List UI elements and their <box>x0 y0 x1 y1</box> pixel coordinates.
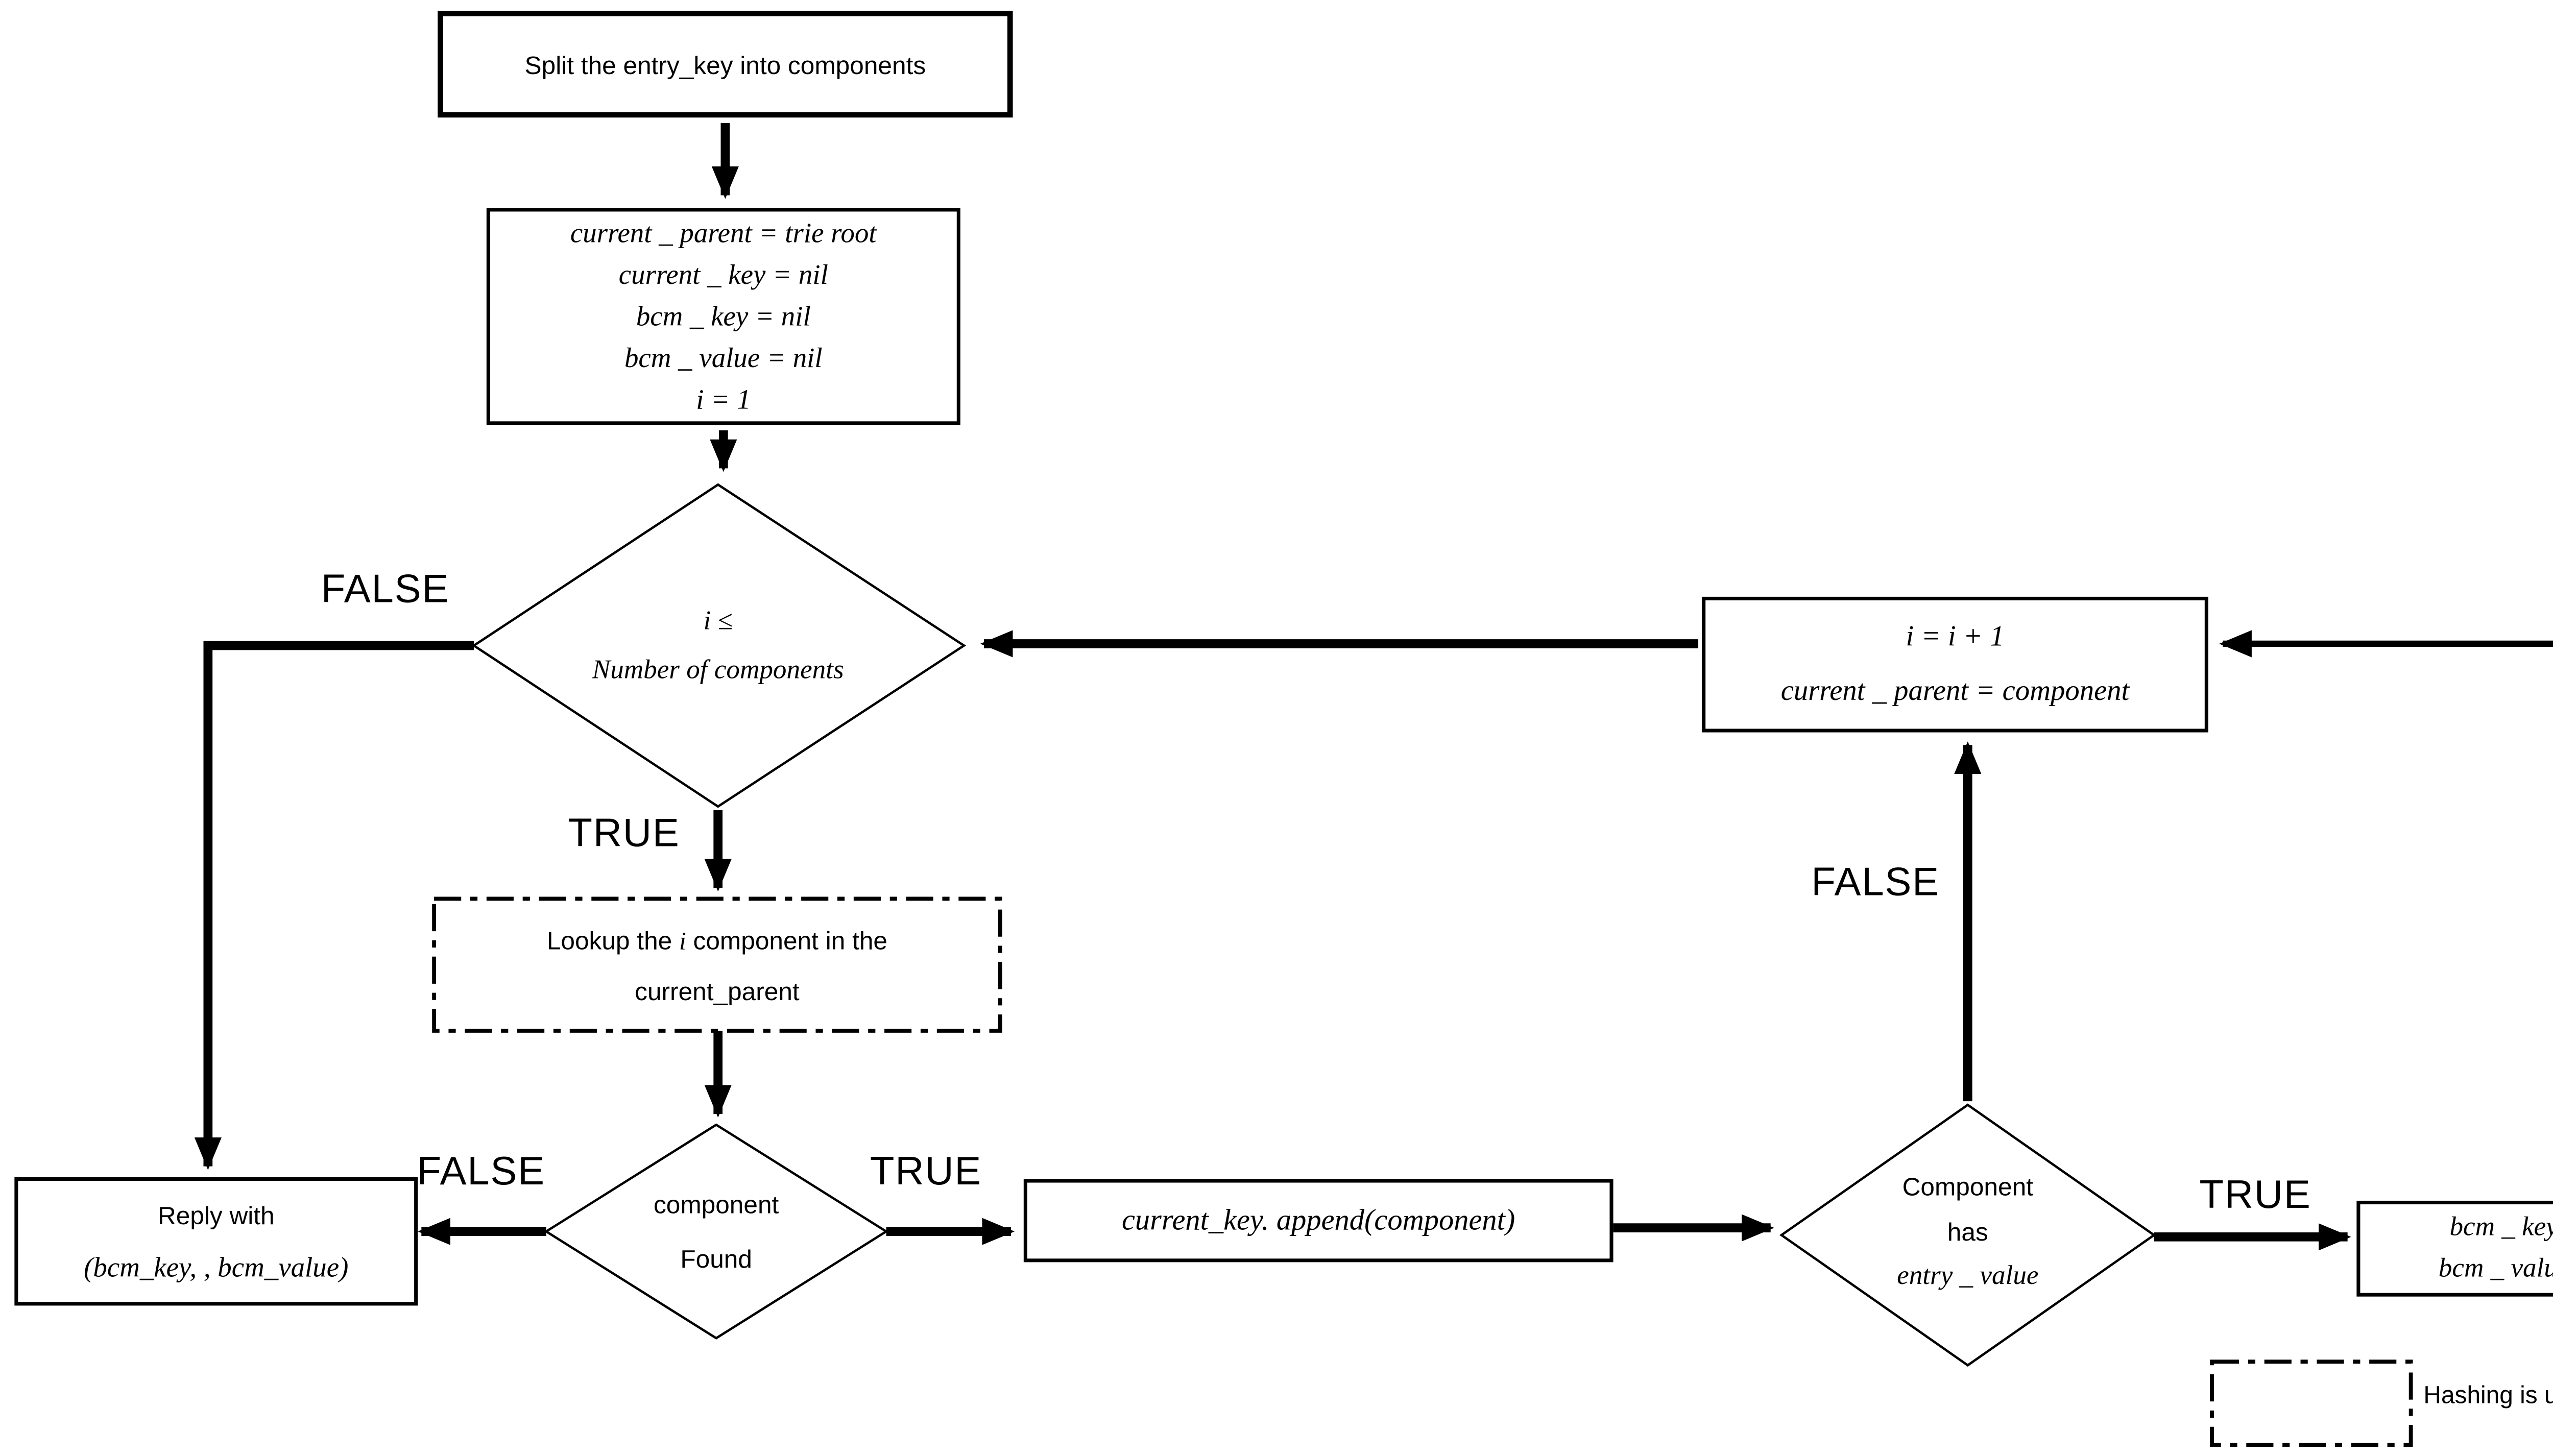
component-found-text: component Found <box>608 1172 825 1291</box>
node-increment: i = i + 1 current _ parent = component <box>1702 596 2208 733</box>
edge-label-true-found: TRUE <box>870 1148 982 1194</box>
init-line: bcm _ value = nil <box>624 343 823 374</box>
lookup-line1-part1: Lookup the <box>546 925 680 954</box>
bcm-update-line2: bcm _ value = entry _ value <box>2438 1254 2553 1283</box>
edge-bcmupdate-to-increment <box>2219 630 2553 658</box>
diamond-component-has-entry-value <box>1779 1103 2156 1367</box>
reply-line1: Reply with <box>157 1200 275 1229</box>
edge-label-false-loopcheck: FALSE <box>321 566 450 612</box>
lookup-line1-part2: component in the <box>686 925 888 954</box>
edge-label-false-hasvalue: FALSE <box>1811 859 1940 905</box>
node-append-component: current_key. append(component) <box>1023 1179 1613 1263</box>
loop-check-line1: i ≤ <box>703 608 733 637</box>
init-line: current _ key = nil <box>618 259 828 290</box>
node-split-label: Split the entry_key into components <box>524 50 926 79</box>
loop-check-text: i ≤ Number of components <box>501 597 935 698</box>
has-entry-value-line1: Component <box>1902 1171 2033 1200</box>
edge-label-true-loopcheck: TRUE <box>568 810 680 856</box>
increment-line2: current _ parent = component <box>1780 675 2130 707</box>
init-line: bcm _ key = nil <box>636 301 811 332</box>
bcm-update-line1: bcm _ key = current _ key <box>2449 1212 2553 1242</box>
node-reply: Reply with (bcm_key, , bcm_value) <box>14 1177 418 1306</box>
lookup-line1: Lookup the i component in the <box>547 916 887 966</box>
has-entry-value-text: Component has entry _ value <box>1832 1141 2103 1322</box>
init-line: current _ parent = trie root <box>570 217 877 249</box>
component-found-line1: component <box>653 1190 779 1219</box>
edge-loopcheck-false-to-reply <box>194 641 474 1170</box>
has-entry-value-line2: has <box>1947 1216 1988 1245</box>
lookup-line1-i: i <box>679 928 686 956</box>
node-bcm-update: bcm _ key = current _ key bcm _ value = … <box>2356 1200 2553 1297</box>
node-lookup-component: Lookup the i component in the current_pa… <box>441 908 993 1024</box>
edge-label-true-hasvalue: TRUE <box>2199 1172 2311 1217</box>
edge-label-false-found: FALSE <box>417 1148 545 1194</box>
node-initialization: current _ parent = trie root current _ k… <box>486 208 960 425</box>
diamond-loop-check <box>471 483 967 808</box>
loop-check-line2: Number of components <box>592 656 844 686</box>
node-split-entry-key: Split the entry_key into components <box>438 11 1013 118</box>
lookup-line2: current_parent <box>635 975 800 1005</box>
init-line: i = 1 <box>696 384 751 415</box>
append-label: current_key. append(component) <box>1121 1202 1515 1237</box>
component-found-line2: Found <box>680 1244 752 1273</box>
legend-dashed-box <box>2210 1360 2413 1447</box>
has-entry-value-line3: entry _ value <box>1897 1261 2039 1291</box>
reply-line2: (bcm_key, , bcm_value) <box>84 1252 349 1283</box>
legend-label: Hashing is used <box>2423 1381 2553 1409</box>
diamond-component-found <box>544 1123 888 1340</box>
increment-line1: i = i + 1 <box>1906 621 2005 652</box>
lookup-dashed-box-border <box>432 896 1002 1033</box>
